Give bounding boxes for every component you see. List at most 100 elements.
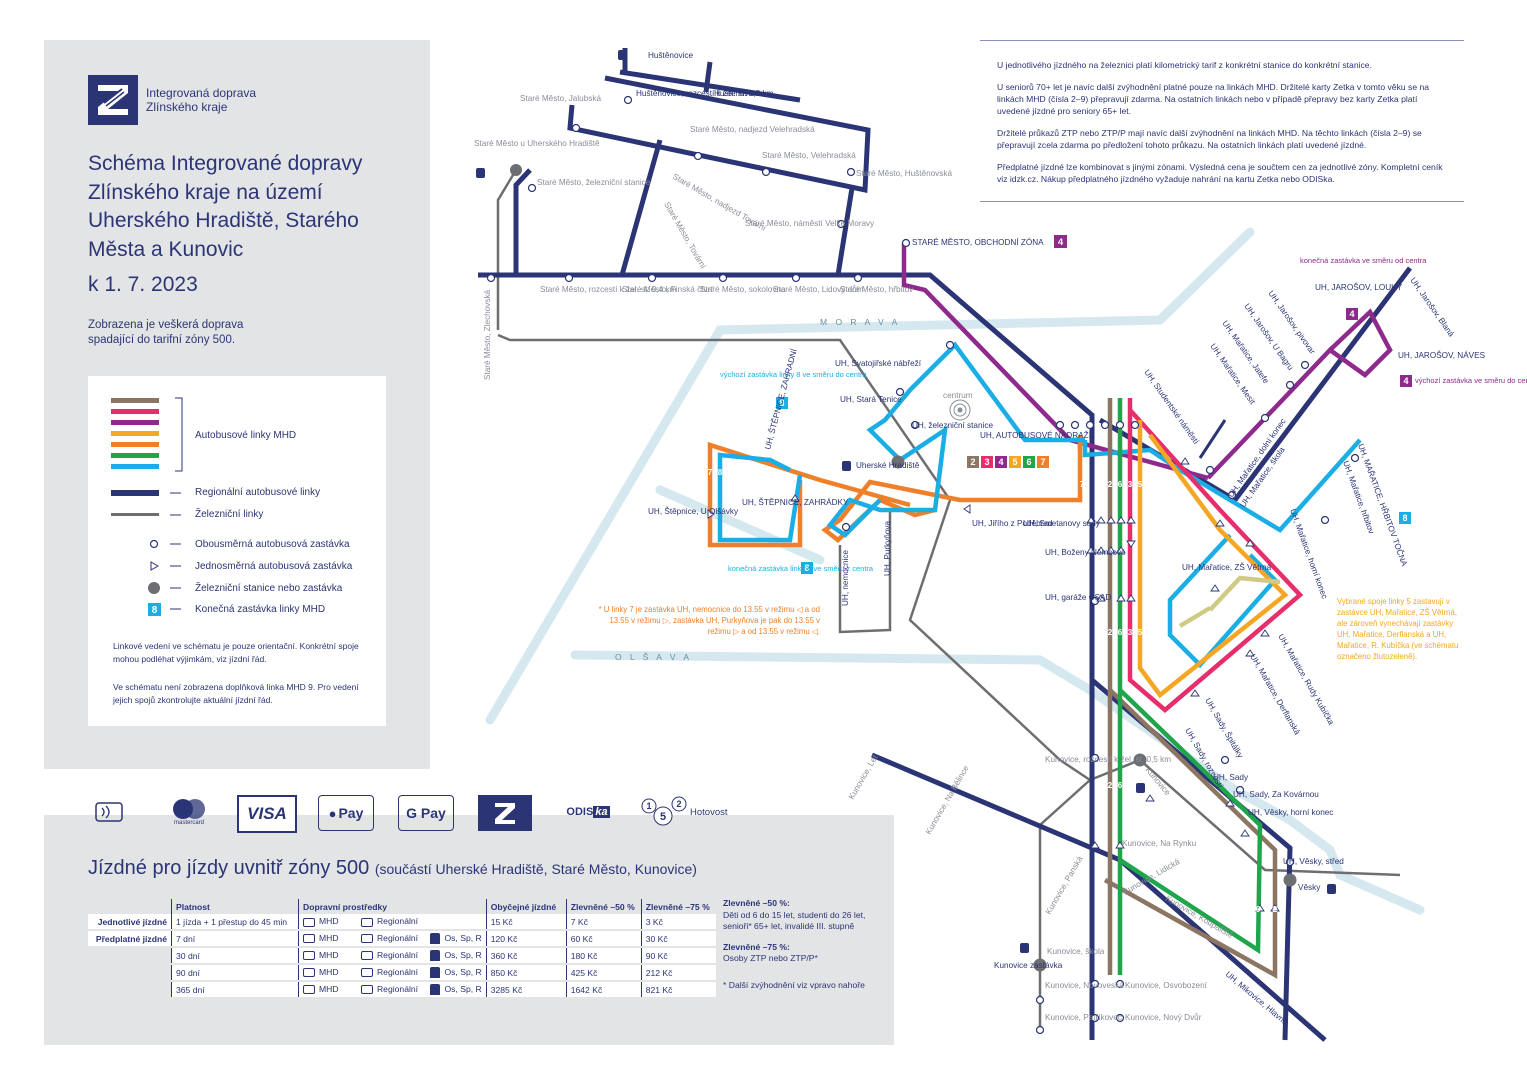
river-morava xyxy=(485,227,1255,725)
fare-mhd: MHD xyxy=(319,949,339,960)
fare-half: 425 Kč xyxy=(570,967,598,978)
line-5-variant-b xyxy=(1178,606,1212,628)
fare-validity: 30 dní xyxy=(176,950,200,961)
legend: 8 Autobusové linky MHD Regionální autobu… xyxy=(88,376,386,726)
mhd-lines xyxy=(707,243,1393,979)
label-vychozi-centra: výchozí zastávka ve směru do centra xyxy=(1415,376,1527,385)
label-kunovice-osvobozeni: Kunovice, Osvobození xyxy=(1125,981,1208,990)
line-8-a xyxy=(826,341,1085,538)
regional-hustenovice-1 xyxy=(619,69,801,103)
apple-pay-label: Pay xyxy=(338,805,364,821)
loop-7: 7 xyxy=(708,468,713,477)
discount75-text: Osoby ZTP nebo ZTP/P* xyxy=(723,953,818,963)
line-6-loop xyxy=(1118,688,1263,955)
label-tovarni: Staré Město, Tovární xyxy=(662,201,708,271)
rail-sm-north xyxy=(496,169,518,330)
fare-row: Jednotlivé jízdné 1 jízda + 1 přestup do … xyxy=(88,914,716,931)
label-sm-uh-station: Staré Město u Uherského Hradiště xyxy=(474,139,600,148)
regional-hustenovice-2 xyxy=(703,61,713,93)
fare-cell: 425 Kč xyxy=(565,964,642,982)
label-purkynova: UH, Purkyňova xyxy=(883,520,892,576)
line-4-loop xyxy=(1206,308,1393,480)
fare-half: 7 Kč xyxy=(570,916,588,927)
idzk-card-icon xyxy=(478,795,532,831)
train-icon-kunovice xyxy=(1136,783,1145,793)
bus-icon xyxy=(303,934,315,944)
fare-quarter: 212 Kč xyxy=(645,967,673,978)
fare-cell: MHD Regionální Os, Sp, R xyxy=(298,947,487,965)
fare-cell: 90 dní xyxy=(171,964,299,982)
regional-jarosov-spur xyxy=(1198,419,1227,459)
station-kunovice-zastavka xyxy=(1033,958,1047,972)
page-title: Schéma Integrované dopravy Zlínského kra… xyxy=(88,152,363,261)
fare-cell: MHD Regionální Os, Sp, R xyxy=(298,981,487,999)
fare-quarter: 30 Kč xyxy=(645,933,668,944)
fare-header-full: Obyčejné jízdné xyxy=(485,899,567,914)
odis-ka-label: ka xyxy=(593,806,610,818)
badge-nadrazi-2: 2 xyxy=(970,457,975,467)
fare-cell: 180 Kč xyxy=(565,947,642,965)
rail-stations xyxy=(510,164,1297,972)
fare-cell: 120 Kč xyxy=(485,930,567,948)
fare-title-main: Jízdné pro jízdy uvnitř zóny 500 xyxy=(88,857,370,879)
label-sady-kovarnou: UH, Sady, Za Kovárnou xyxy=(1233,790,1319,799)
fare-title-sub: (součástí Uherské Hradiště, Staré Město,… xyxy=(374,861,697,877)
legend-note-2: Ve schématu není zobrazena doplňková lin… xyxy=(113,682,359,705)
fare-validity: 90 dní xyxy=(176,967,200,978)
info-box: U jednotlivého jízdného na železnici pla… xyxy=(980,40,1464,202)
fare-cell xyxy=(88,947,172,965)
badge-stepnice-zahradky: 8 xyxy=(804,563,809,573)
fare-type: Jednotlivé jízdné xyxy=(97,916,167,927)
idzk-logo xyxy=(88,75,138,125)
logo-line-1: Integrovaná doprava xyxy=(146,86,257,100)
legend-one-way: Jednosměrná autobusová zastávka xyxy=(195,561,353,572)
station-vesky xyxy=(1283,873,1297,887)
fare-validity: 1 jízda + 1 přestup do 45 min xyxy=(176,916,288,927)
label-jarosov-louky: UH, JAROŠOV, LOUKY xyxy=(1315,282,1403,292)
fare-cell: 1 jízda + 1 přestup do 45 min xyxy=(171,914,299,931)
label-autobusove-nadrazi: UH, AUTOBUSOVÉ NÁDRAŽÍ xyxy=(980,430,1092,440)
fare-rail: Os, Sp, R xyxy=(444,932,482,943)
cash-icon: 1 5 2 Hotovost xyxy=(638,795,742,829)
fare-mhd: MHD xyxy=(319,983,339,994)
legend-terminal-badge xyxy=(148,603,161,616)
label-jiriho: UH, Jiřího z Poděbrad xyxy=(972,519,1053,528)
fare-header-quarter: Zlevněné –75 % xyxy=(640,899,716,914)
logo-text: Integrovaná doprava Zlínského kraje xyxy=(146,86,256,114)
stop-labels: Huštěnovice Huštěnovice Huštěnovice, roz… xyxy=(474,51,1527,1026)
bus-icon xyxy=(303,968,315,978)
fare-cell: 212 Kč xyxy=(640,964,716,982)
fare-cell: Předplatné jízdné xyxy=(88,930,172,948)
fare-cell: MHD Regionální xyxy=(298,914,487,931)
discount-footnote: * Další zvýhodnění viz vpravo nahoře xyxy=(723,979,865,990)
regional-jalubska-loop xyxy=(567,75,871,194)
badge-nadrazi-3: 3 xyxy=(984,457,989,467)
info-paragraph-2: U seniorů 70+ let je navíc další zvýhodn… xyxy=(997,82,1430,116)
legend-swatch-green xyxy=(111,453,159,458)
trunk-7: 7 xyxy=(1080,480,1085,489)
legend-swatch-purple xyxy=(111,420,159,425)
river-olsava xyxy=(570,650,1425,915)
bus-icon xyxy=(303,917,315,927)
label-kunovice-panska: Kunovice, Panská xyxy=(1044,854,1085,916)
fare-validity: 7 dní xyxy=(176,933,196,944)
bus-icon xyxy=(303,951,315,961)
coin-1: 1 xyxy=(646,801,651,811)
logo-line-2: Zlínského kraje xyxy=(146,100,228,114)
bus-icon xyxy=(360,917,373,927)
fare-cell xyxy=(88,964,172,982)
badge-maratice-tocna: 8 xyxy=(1402,513,1407,523)
fare-cell: 60 Kč xyxy=(565,930,642,948)
train-icon xyxy=(430,950,441,962)
station-kunovice xyxy=(1133,753,1147,767)
legend-terminal: Konečná zastávka linky MHD xyxy=(195,604,326,615)
label-kunovice-novoveska: Kunovice, Novoveská xyxy=(1045,981,1124,990)
validity-date: k 1. 7. 2023 xyxy=(88,273,198,296)
label-hustenovice-2: Huštěnovice xyxy=(714,89,760,98)
legend-terminal-badge-text: 8 xyxy=(152,605,158,616)
label-vesky-stred: UH, Věsky, střed xyxy=(1283,857,1344,866)
fare-header-half: Zlevněné –50 % xyxy=(565,899,642,914)
fare-quarter: 90 Kč xyxy=(645,950,668,961)
regional-lines xyxy=(478,48,1412,1042)
